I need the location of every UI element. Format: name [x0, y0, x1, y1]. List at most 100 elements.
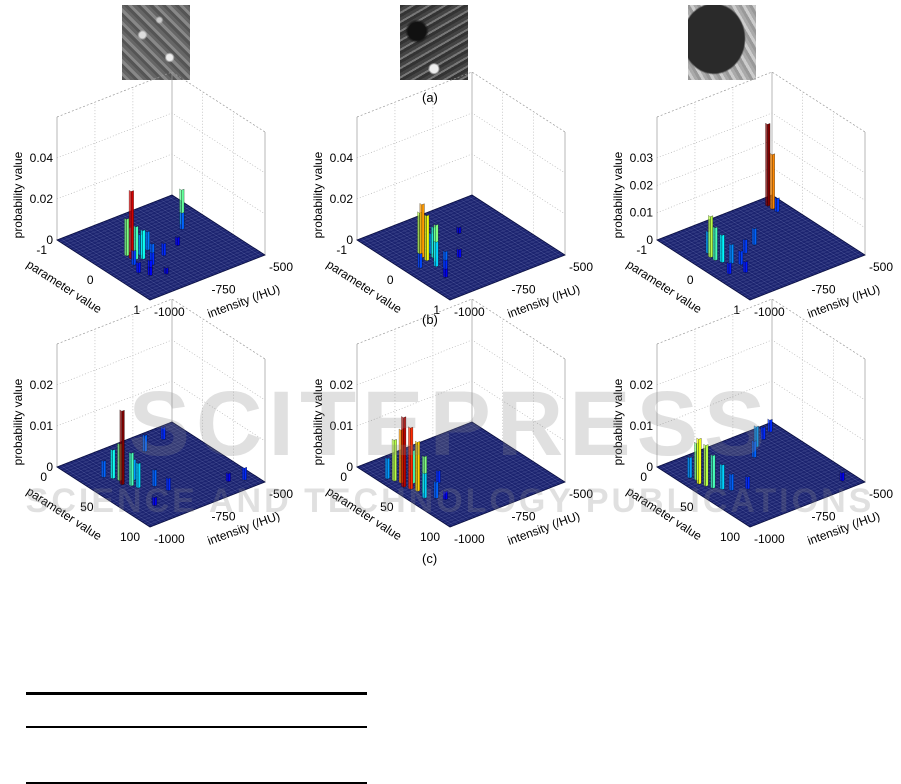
plot-panel-4: 00.010.02050100-1000-750-500probability … — [311, 298, 593, 548]
bar-side — [144, 230, 148, 251]
mesh-line — [440, 475, 556, 522]
bar — [112, 449, 116, 480]
bar — [714, 226, 718, 261]
gridline — [56, 112, 266, 174]
bar-side — [765, 122, 768, 207]
param-tick-label: 100 — [720, 530, 740, 544]
box-edge — [56, 298, 266, 360]
bar-side — [728, 243, 732, 265]
mesh-line — [152, 202, 246, 263]
bar-side — [152, 496, 155, 507]
mesh-line — [740, 248, 856, 295]
table-bottom-rule — [26, 782, 367, 784]
bar — [147, 230, 150, 251]
bar-side — [417, 252, 420, 269]
bar — [163, 242, 167, 257]
param-tick-label: 0 — [640, 470, 647, 484]
intensity-tick-label: -500 — [869, 260, 893, 274]
mesh-line — [443, 477, 559, 524]
z-tick-label: 0.04 — [30, 151, 54, 165]
mesh-line — [752, 202, 846, 263]
param-tick-label: 0 — [40, 470, 47, 484]
mesh-line — [437, 473, 553, 520]
bar — [403, 416, 407, 488]
mesh-line — [143, 250, 259, 297]
bar-side — [160, 426, 164, 441]
bar-side — [119, 409, 122, 486]
z-tick-label: 0 — [46, 233, 53, 247]
bar-side — [128, 189, 132, 260]
bar-side — [442, 268, 446, 279]
param-tick-label: 50 — [380, 500, 394, 514]
thumbnail-texture-1 — [122, 5, 190, 80]
bar-side — [767, 418, 770, 433]
bar-side — [774, 197, 777, 213]
bar — [165, 267, 169, 275]
table-mid-rule — [26, 726, 367, 728]
bar-side — [147, 266, 150, 277]
z-axis-label: probability value — [611, 151, 625, 238]
bar-side — [110, 448, 113, 480]
z-tick-label: 0.02 — [30, 378, 54, 392]
bar-side — [135, 462, 139, 489]
box-edge — [356, 298, 566, 360]
param-tick-label: 0 — [687, 273, 694, 287]
z-tick-label: 0.02 — [330, 192, 354, 206]
z-axis-label: probability value — [311, 151, 325, 238]
bar — [744, 260, 748, 274]
box-edge — [356, 71, 566, 133]
caption-a: (a) — [422, 90, 438, 105]
bar-side — [708, 215, 711, 258]
bar — [103, 460, 106, 479]
bar — [721, 463, 725, 491]
gridline — [656, 339, 866, 401]
bar — [130, 190, 134, 260]
intensity-tick-label: -750 — [512, 283, 536, 297]
mesh-line — [440, 248, 556, 295]
bar — [138, 261, 141, 274]
bar-side — [152, 468, 155, 488]
bar — [176, 236, 180, 247]
z-tick-label: 0.03 — [630, 151, 654, 165]
mesh-line — [137, 246, 253, 293]
bar-side — [710, 454, 713, 489]
bar — [426, 214, 430, 262]
param-tick-label: 1 — [433, 303, 440, 317]
bar-side — [726, 261, 730, 275]
bar-side — [174, 236, 178, 247]
bar — [435, 241, 439, 268]
intensity-tick-label: -1000 — [454, 305, 485, 319]
intensity-tick-label: -1000 — [454, 532, 485, 546]
z-tick-label: 0.01 — [630, 419, 654, 433]
intensity-tick-label: -500 — [569, 260, 593, 274]
bar — [753, 227, 757, 246]
bar-side — [703, 443, 706, 487]
z-tick-label: 0.01 — [330, 419, 354, 433]
bar — [747, 475, 750, 490]
mesh-line — [156, 200, 250, 262]
bar — [417, 441, 420, 492]
mesh-line — [443, 250, 559, 297]
param-tick-label: -1 — [36, 243, 47, 257]
mesh-line — [746, 479, 862, 526]
bar-side — [745, 475, 748, 490]
mesh-line — [746, 252, 862, 299]
bar — [162, 426, 166, 441]
bar-side — [728, 473, 732, 492]
mesh-line — [764, 197, 858, 259]
bar — [458, 248, 462, 259]
bar-side — [424, 214, 427, 262]
intensity-tick-label: -750 — [212, 283, 236, 297]
bar — [841, 471, 845, 482]
param-tick-label: 100 — [120, 530, 140, 544]
bar — [142, 229, 146, 260]
caption-b: (b) — [422, 312, 438, 327]
bar-side — [401, 416, 404, 488]
bar-side — [417, 211, 420, 255]
bar — [137, 462, 141, 489]
bar — [698, 438, 702, 485]
bar — [762, 426, 766, 441]
bar — [410, 426, 414, 490]
bar — [435, 481, 439, 500]
